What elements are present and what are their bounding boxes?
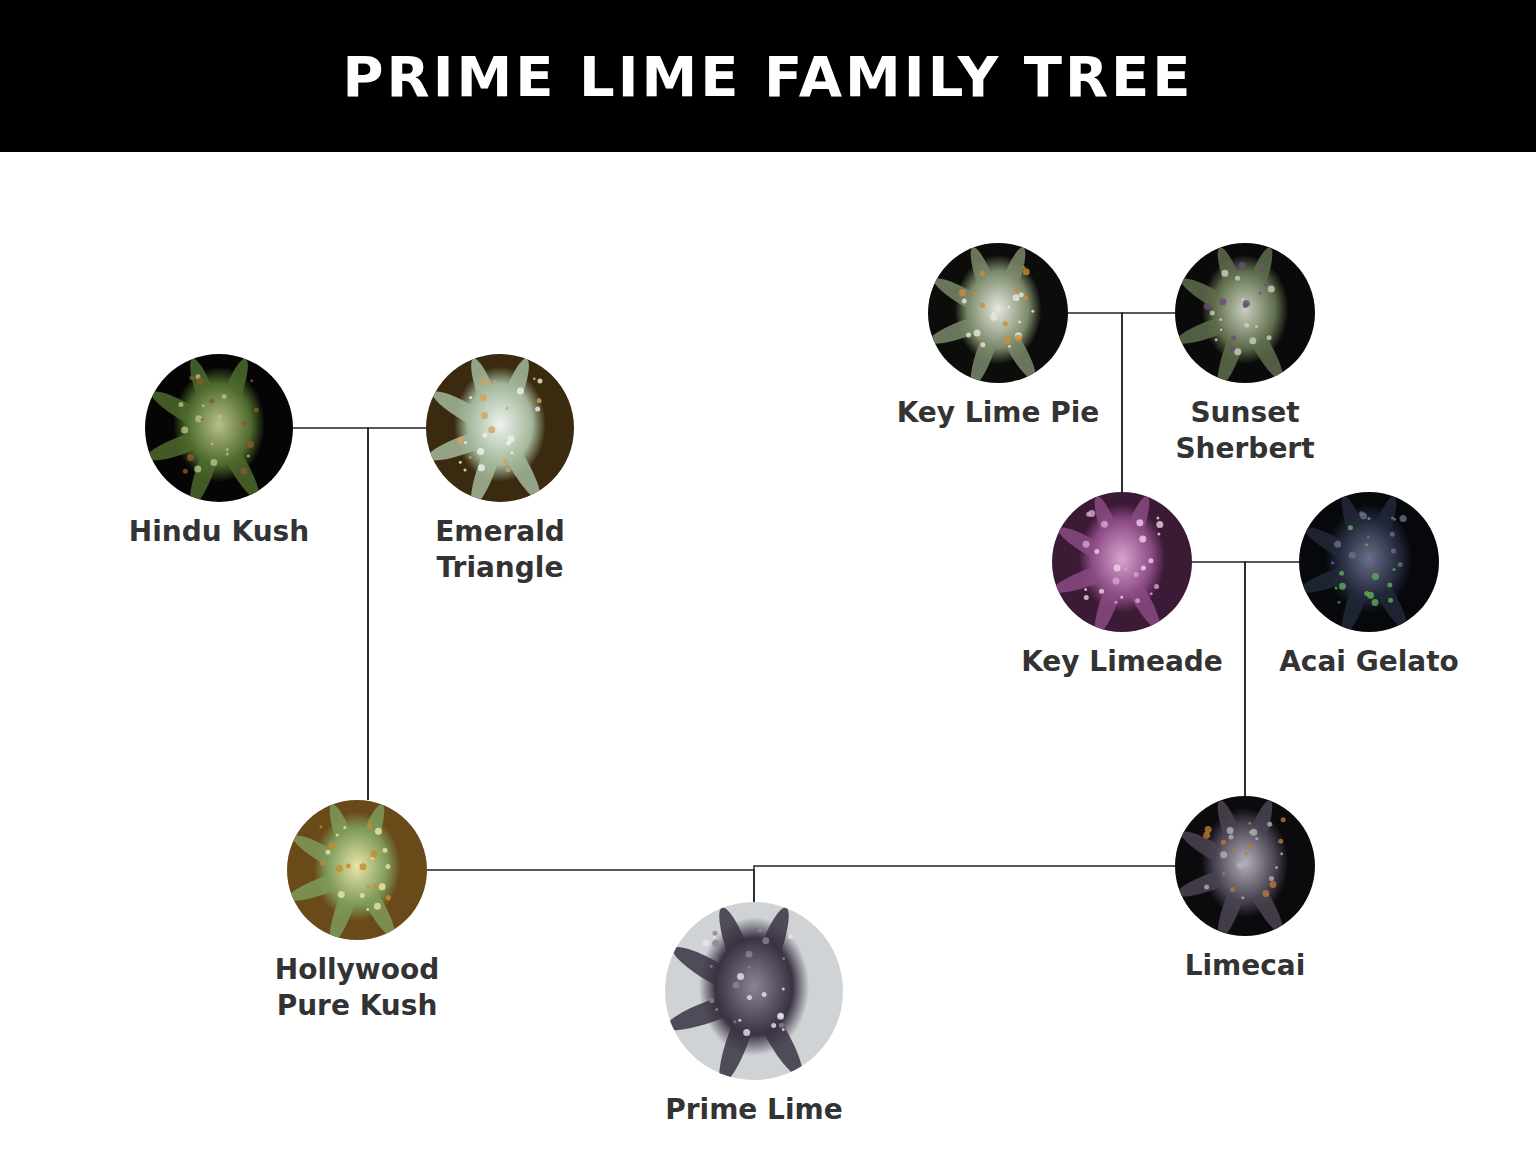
- strain-photo: [287, 800, 427, 940]
- strain-node: Hollywood Pure Kush: [239, 800, 475, 1024]
- strain-photo: [426, 354, 574, 502]
- lineage-line: [1122, 313, 1175, 492]
- diagram-title: PRIME LIME FAMILY TREE: [0, 0, 1536, 152]
- strain-photo: [1052, 492, 1192, 632]
- strain-photo: [1175, 796, 1315, 936]
- strain-photo: [145, 354, 293, 502]
- lineage-line: [1245, 562, 1299, 796]
- strain-label: Hindu Kush: [129, 514, 309, 550]
- lineage-line: [754, 866, 1175, 902]
- strain-label: Key Limeade: [1021, 644, 1223, 680]
- strain-node: Sunset Sherbert: [1127, 243, 1363, 467]
- strain-node: Hindu Kush: [121, 354, 318, 550]
- strain-node: Prime Lime: [657, 902, 851, 1128]
- strain-node: Acai Gelato: [1271, 492, 1467, 680]
- strain-label: Acai Gelato: [1279, 644, 1459, 680]
- lineage-line: [293, 428, 368, 800]
- strain-node: Emerald Triangle: [382, 354, 618, 586]
- strain-photo: [928, 243, 1068, 383]
- strain-node: Key Limeade: [1013, 492, 1231, 680]
- strain-photo: [665, 902, 843, 1080]
- lineage-line: [427, 870, 754, 902]
- strain-label: Key Lime Pie: [897, 395, 1100, 431]
- strain-label: Limecai: [1185, 948, 1306, 984]
- strain-label: Emerald Triangle: [390, 514, 610, 586]
- strain-label: Hollywood Pure Kush: [247, 952, 467, 1024]
- strain-photo: [1299, 492, 1439, 632]
- strain-node: Limecai: [1167, 796, 1323, 984]
- strain-label: Prime Lime: [665, 1092, 842, 1128]
- strain-label: Sunset Sherbert: [1135, 395, 1355, 467]
- strain-node: Key Lime Pie: [889, 243, 1108, 431]
- lineage-line: [1192, 562, 1245, 796]
- strain-photo: [1175, 243, 1315, 383]
- lineage-line: [368, 428, 426, 800]
